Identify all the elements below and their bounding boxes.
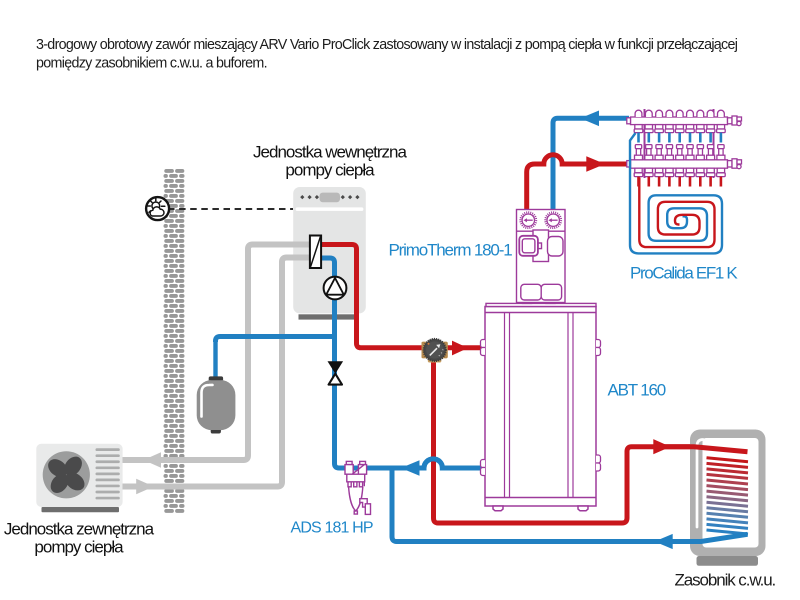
svg-text:PrimoTherm 180-1: PrimoTherm 180-1: [389, 241, 513, 260]
svg-text:pompy ciepła: pompy ciepła: [285, 161, 375, 180]
svg-text:pompy ciepła: pompy ciepła: [34, 538, 124, 557]
svg-text:ADS 181 HP: ADS 181 HP: [291, 520, 373, 537]
svg-text:3-drogowy obrotowy zawór miesz: 3-drogowy obrotowy zawór mieszający ARV …: [36, 37, 738, 53]
svg-text:Jednostka wewnętrzna: Jednostka wewnętrzna: [253, 143, 407, 162]
svg-text:ABT 160: ABT 160: [608, 381, 666, 400]
svg-text:Zasobnik c.w.u.: Zasobnik c.w.u.: [675, 571, 776, 590]
svg-text:Jednostka zewnętrzna: Jednostka zewnętrzna: [4, 520, 155, 539]
svg-text:pomiędzy zasobnikiem c.w.u. a: pomiędzy zasobnikiem c.w.u. a buforem.: [36, 56, 267, 72]
svg-text:ProCalida EF1 K: ProCalida EF1 K: [630, 264, 738, 283]
